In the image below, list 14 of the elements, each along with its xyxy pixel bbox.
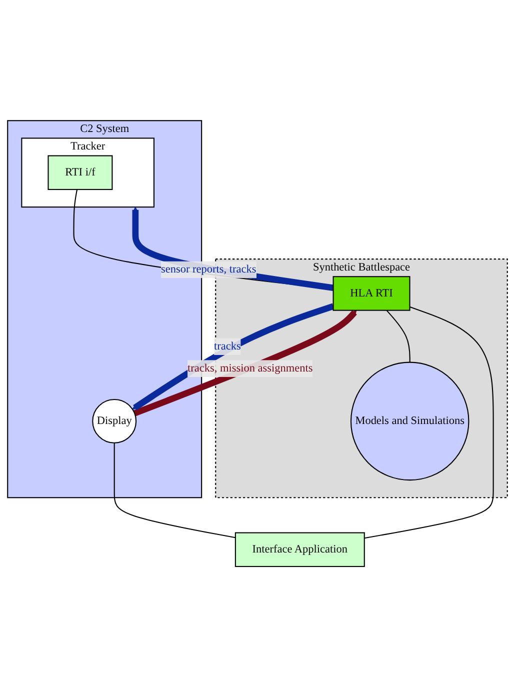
arrow xyxy=(133,310,357,416)
connector xyxy=(386,310,410,362)
edge-label: tracks xyxy=(214,340,241,352)
node-box: RTI i/f xyxy=(48,155,113,190)
node-box: HLA RTI xyxy=(332,276,410,311)
node-box: Interface Application xyxy=(234,532,365,567)
arrow xyxy=(132,303,334,410)
edge-label: sensor reports, tracks xyxy=(161,263,256,276)
node-circle: Models and Simulations xyxy=(350,362,470,481)
node-circle: Display xyxy=(92,398,137,444)
edge-label: tracks, mission assignments xyxy=(188,362,313,374)
connector xyxy=(364,306,494,539)
arrow xyxy=(132,206,334,291)
connector xyxy=(114,442,236,538)
